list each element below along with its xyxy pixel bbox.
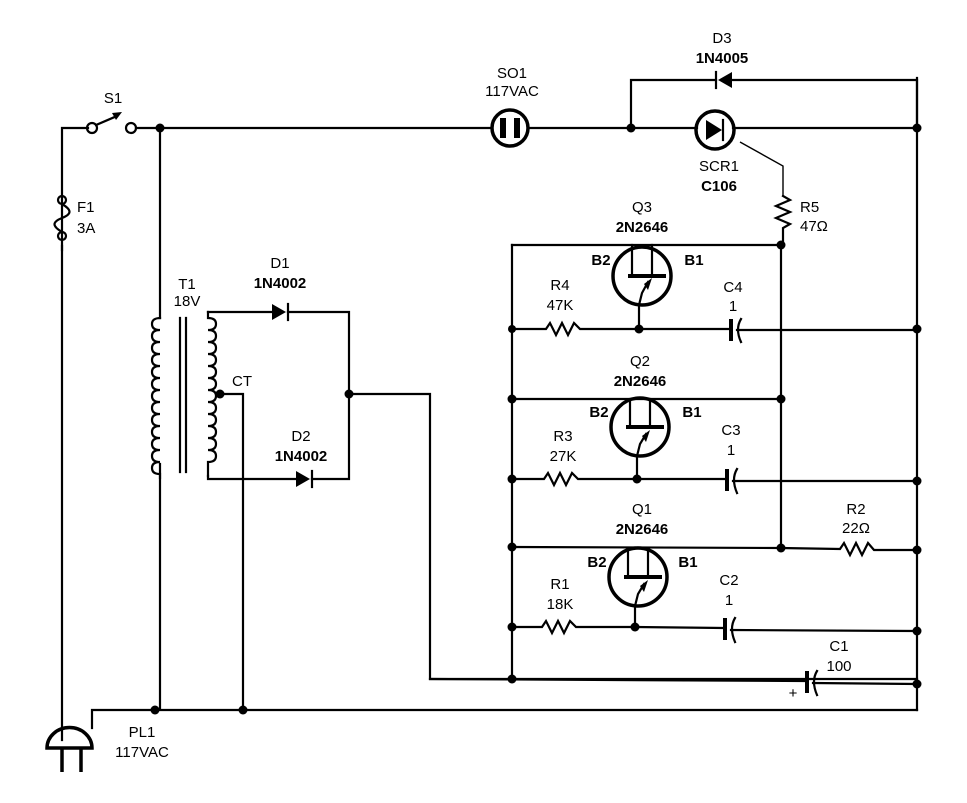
r4-value: 47K (547, 297, 574, 314)
r2-value: 22Ω (842, 520, 870, 537)
socket-so1: SO1 117VAC (485, 65, 539, 148)
mains-wires (60, 76, 919, 742)
q3-b1-label: B1 (684, 252, 703, 269)
d2-label: D2 (291, 428, 310, 445)
q1-b1-label: B1 (678, 554, 697, 571)
pl1-value: 117VAC (115, 744, 169, 761)
q2-value: 2N2646 (614, 373, 667, 390)
r5-value: 47Ω (800, 218, 828, 235)
pl1-label: PL1 (129, 724, 156, 741)
q3-value: 2N2646 (616, 219, 669, 236)
q2-label: Q2 (630, 353, 650, 370)
c2-value: 1 (725, 592, 733, 609)
scr-scr1: SCR1 C106 (694, 109, 784, 196)
r1-value: 18K (547, 596, 574, 613)
stage-q2: Q2 2N2646 B2 B1 R3 27K C3 1 (510, 353, 919, 495)
d3-label: D3 (712, 30, 731, 47)
d2-value: 1N4002 (275, 448, 328, 465)
s1-label: S1 (104, 90, 122, 107)
r4-label: R4 (550, 277, 569, 294)
resistor-r5: R5 47Ω (773, 194, 828, 247)
r3-label: R3 (553, 428, 572, 445)
t1-value: 18V (174, 293, 201, 310)
switch-s1: S1 (85, 90, 138, 135)
c2-label: C2 (719, 572, 738, 589)
scr1-value: C106 (701, 178, 737, 195)
q3-label: Q3 (632, 199, 652, 216)
diode-d1: D1 1N4002 (206, 255, 351, 396)
so1-label: SO1 (497, 65, 527, 82)
c4-label: C4 (723, 279, 742, 296)
d1-label: D1 (270, 255, 289, 272)
q1-value: 2N2646 (616, 521, 669, 538)
c1-label: C1 (829, 638, 848, 655)
c1-polarity: + (789, 685, 798, 702)
dc-supply-wire (347, 392, 919, 681)
stage-q1: Q1 2N2646 B2 B1 R1 18K C2 1 R2 22Ω (510, 501, 919, 644)
q2-b2-label: B2 (589, 404, 608, 421)
transformer-t1: T1 18V CT (150, 276, 252, 712)
r3-value: 27K (550, 448, 577, 465)
t1-tap-label: CT (232, 373, 252, 390)
f1-value: 3A (77, 220, 95, 237)
diode-d3: D3 1N4005 (629, 30, 919, 130)
t1-label: T1 (178, 276, 196, 293)
scr1-label: SCR1 (699, 158, 739, 175)
d3-value: 1N4005 (696, 50, 749, 67)
c4-value: 1 (729, 298, 737, 315)
stage-q3: Q3 2N2646 B2 B1 R4 47K C4 1 (510, 199, 919, 344)
q2-b1-label: B1 (682, 404, 701, 421)
q1-b2-label: B2 (587, 554, 606, 571)
c3-label: C3 (721, 422, 740, 439)
c1-value: 100 (826, 658, 851, 675)
so1-value: 117VAC (485, 83, 539, 100)
plug-pl1: PL1 117VAC (45, 724, 169, 772)
d1-value: 1N4002 (254, 275, 307, 292)
q1-label: Q1 (632, 501, 652, 518)
r2-label: R2 (846, 501, 865, 518)
c3-value: 1 (727, 442, 735, 459)
diode-d2: D2 1N4002 (206, 392, 351, 489)
r5-label: R5 (800, 199, 819, 216)
q3-b2-label: B2 (591, 252, 610, 269)
r1-label: R1 (550, 576, 569, 593)
capacitor-c1: + C1 100 (428, 638, 919, 702)
fuse-f1: F1 3A (53, 194, 95, 242)
f1-label: F1 (77, 199, 95, 216)
